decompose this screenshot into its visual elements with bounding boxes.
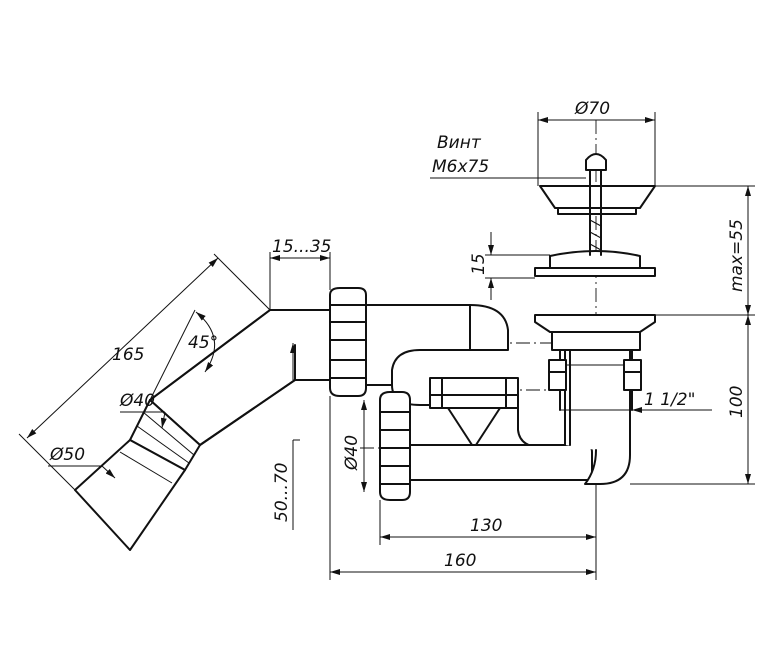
label-diameter-40-side: Ø40 — [342, 435, 362, 471]
middle-union-nut — [429, 377, 519, 409]
sealing-disc — [534, 250, 656, 277]
label-thread-1-1-2: 1 1/2" — [644, 390, 695, 410]
outlet-nut — [329, 287, 367, 397]
strainer-cup — [539, 153, 656, 256]
label-dim-45deg: 45° — [188, 333, 218, 353]
dimension-labels: Ø70 Винт M6x75 15 max=55 15...35 165 45°… — [49, 99, 747, 571]
lower-pipe — [409, 349, 631, 485]
label-diameter-50: Ø50 — [49, 445, 85, 465]
label-dim-130: 130 — [470, 516, 502, 536]
label-screw-title: Винт — [437, 133, 482, 153]
label-diameter-70: Ø70 — [574, 99, 610, 119]
label-dim-165: 165 — [112, 345, 144, 365]
label-dim-160: 160 — [444, 551, 476, 571]
lower-inlet-nut — [379, 391, 411, 501]
drain-assembly — [534, 314, 656, 411]
label-dim-15-35: 15...35 — [272, 237, 331, 257]
label-dim-100: 100 — [727, 386, 747, 418]
label-dim-max55: max=55 — [727, 219, 747, 292]
label-dim-15: 15 — [469, 253, 489, 275]
trap-body — [447, 407, 566, 449]
dimension-lines — [18, 112, 755, 580]
label-diameter-40-outlet: Ø40 — [119, 391, 155, 411]
label-screw-spec: M6x75 — [432, 157, 489, 177]
label-dim-50-70: 50...70 — [272, 463, 292, 522]
